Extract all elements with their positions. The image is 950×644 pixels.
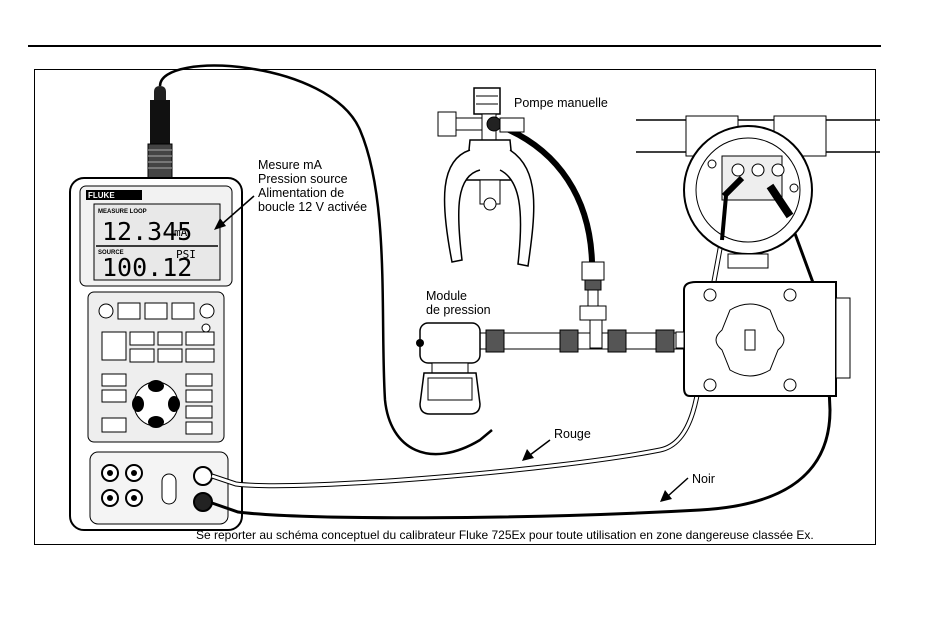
module-label-line-2: de pression [426,303,491,317]
red-lead-label: Rouge [554,427,591,441]
meter-callout-line-4: boucle 12 V activée [258,200,367,214]
module-label: Module de pression [426,289,491,317]
lcd-measure-unit: mA [174,226,188,239]
lcd-measure-header: MEASURE LOOP [98,209,147,215]
lcd-source-unit: PSI [176,248,196,261]
pressure-module [416,323,480,414]
module-label-line-1: Module [426,289,491,303]
meter-callout-line-2: Pression source [258,172,367,186]
fluke-calibrator: FLUKE MEASURE LOOP 12.345 mA SOURCE 100.… [70,86,242,530]
meter-callout-line-1: Mesure mA [258,158,367,172]
figure-caption: Se reporter au schéma conceptuel du cali… [196,528,814,542]
meter-callout-label: Mesure mA Pression source Alimentation d… [258,158,367,214]
pressure-manifold [478,262,688,352]
pump-label: Pompe manuelle [514,96,608,110]
meter-callout-line-3: Alimentation de [258,186,367,200]
black-lead-label: Noir [692,472,715,486]
hand-pump [438,88,534,266]
brand-logo: FLUKE [88,191,115,200]
transmitter [636,116,880,396]
